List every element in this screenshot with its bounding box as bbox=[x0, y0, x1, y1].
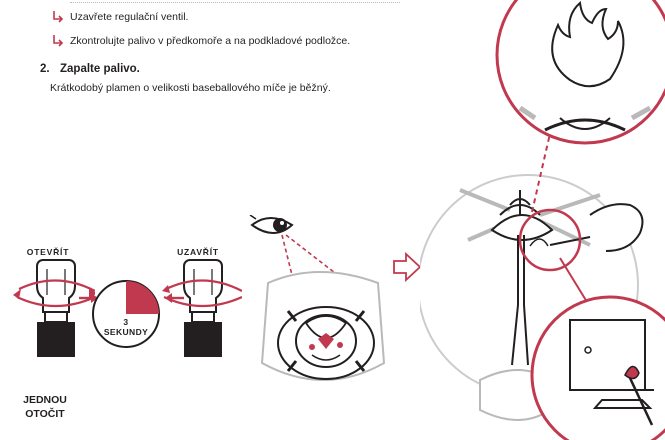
valve-knob-open-illustration bbox=[5, 255, 95, 375]
step-body: Krátkodobý plamen o velikosti baseballov… bbox=[50, 81, 331, 95]
timer-number: 3 bbox=[98, 317, 154, 327]
eye-inspection-illustration bbox=[238, 215, 408, 405]
arrow-bullet-icon bbox=[52, 34, 64, 48]
big-arrow-right-icon bbox=[392, 252, 422, 282]
turn-once-label-line1: JEDNOU bbox=[10, 393, 80, 407]
step-title: Zapalte palivo. bbox=[60, 63, 140, 75]
arrow-bullet-icon bbox=[52, 10, 64, 24]
stove-ignition-illustration bbox=[420, 0, 665, 440]
cut-text-line bbox=[70, 0, 400, 3]
valve-knob-closed-illustration bbox=[152, 255, 242, 375]
bullet-text: Zkontrolujte palivo v předkomoře a na po… bbox=[70, 34, 350, 48]
timer-unit: SEKUNDY bbox=[98, 327, 154, 337]
bullet-text: Uzavřete regulační ventil. bbox=[70, 10, 188, 24]
step-number: 2. bbox=[40, 63, 50, 75]
turn-once-label-line2: OTOČIT bbox=[10, 407, 80, 421]
